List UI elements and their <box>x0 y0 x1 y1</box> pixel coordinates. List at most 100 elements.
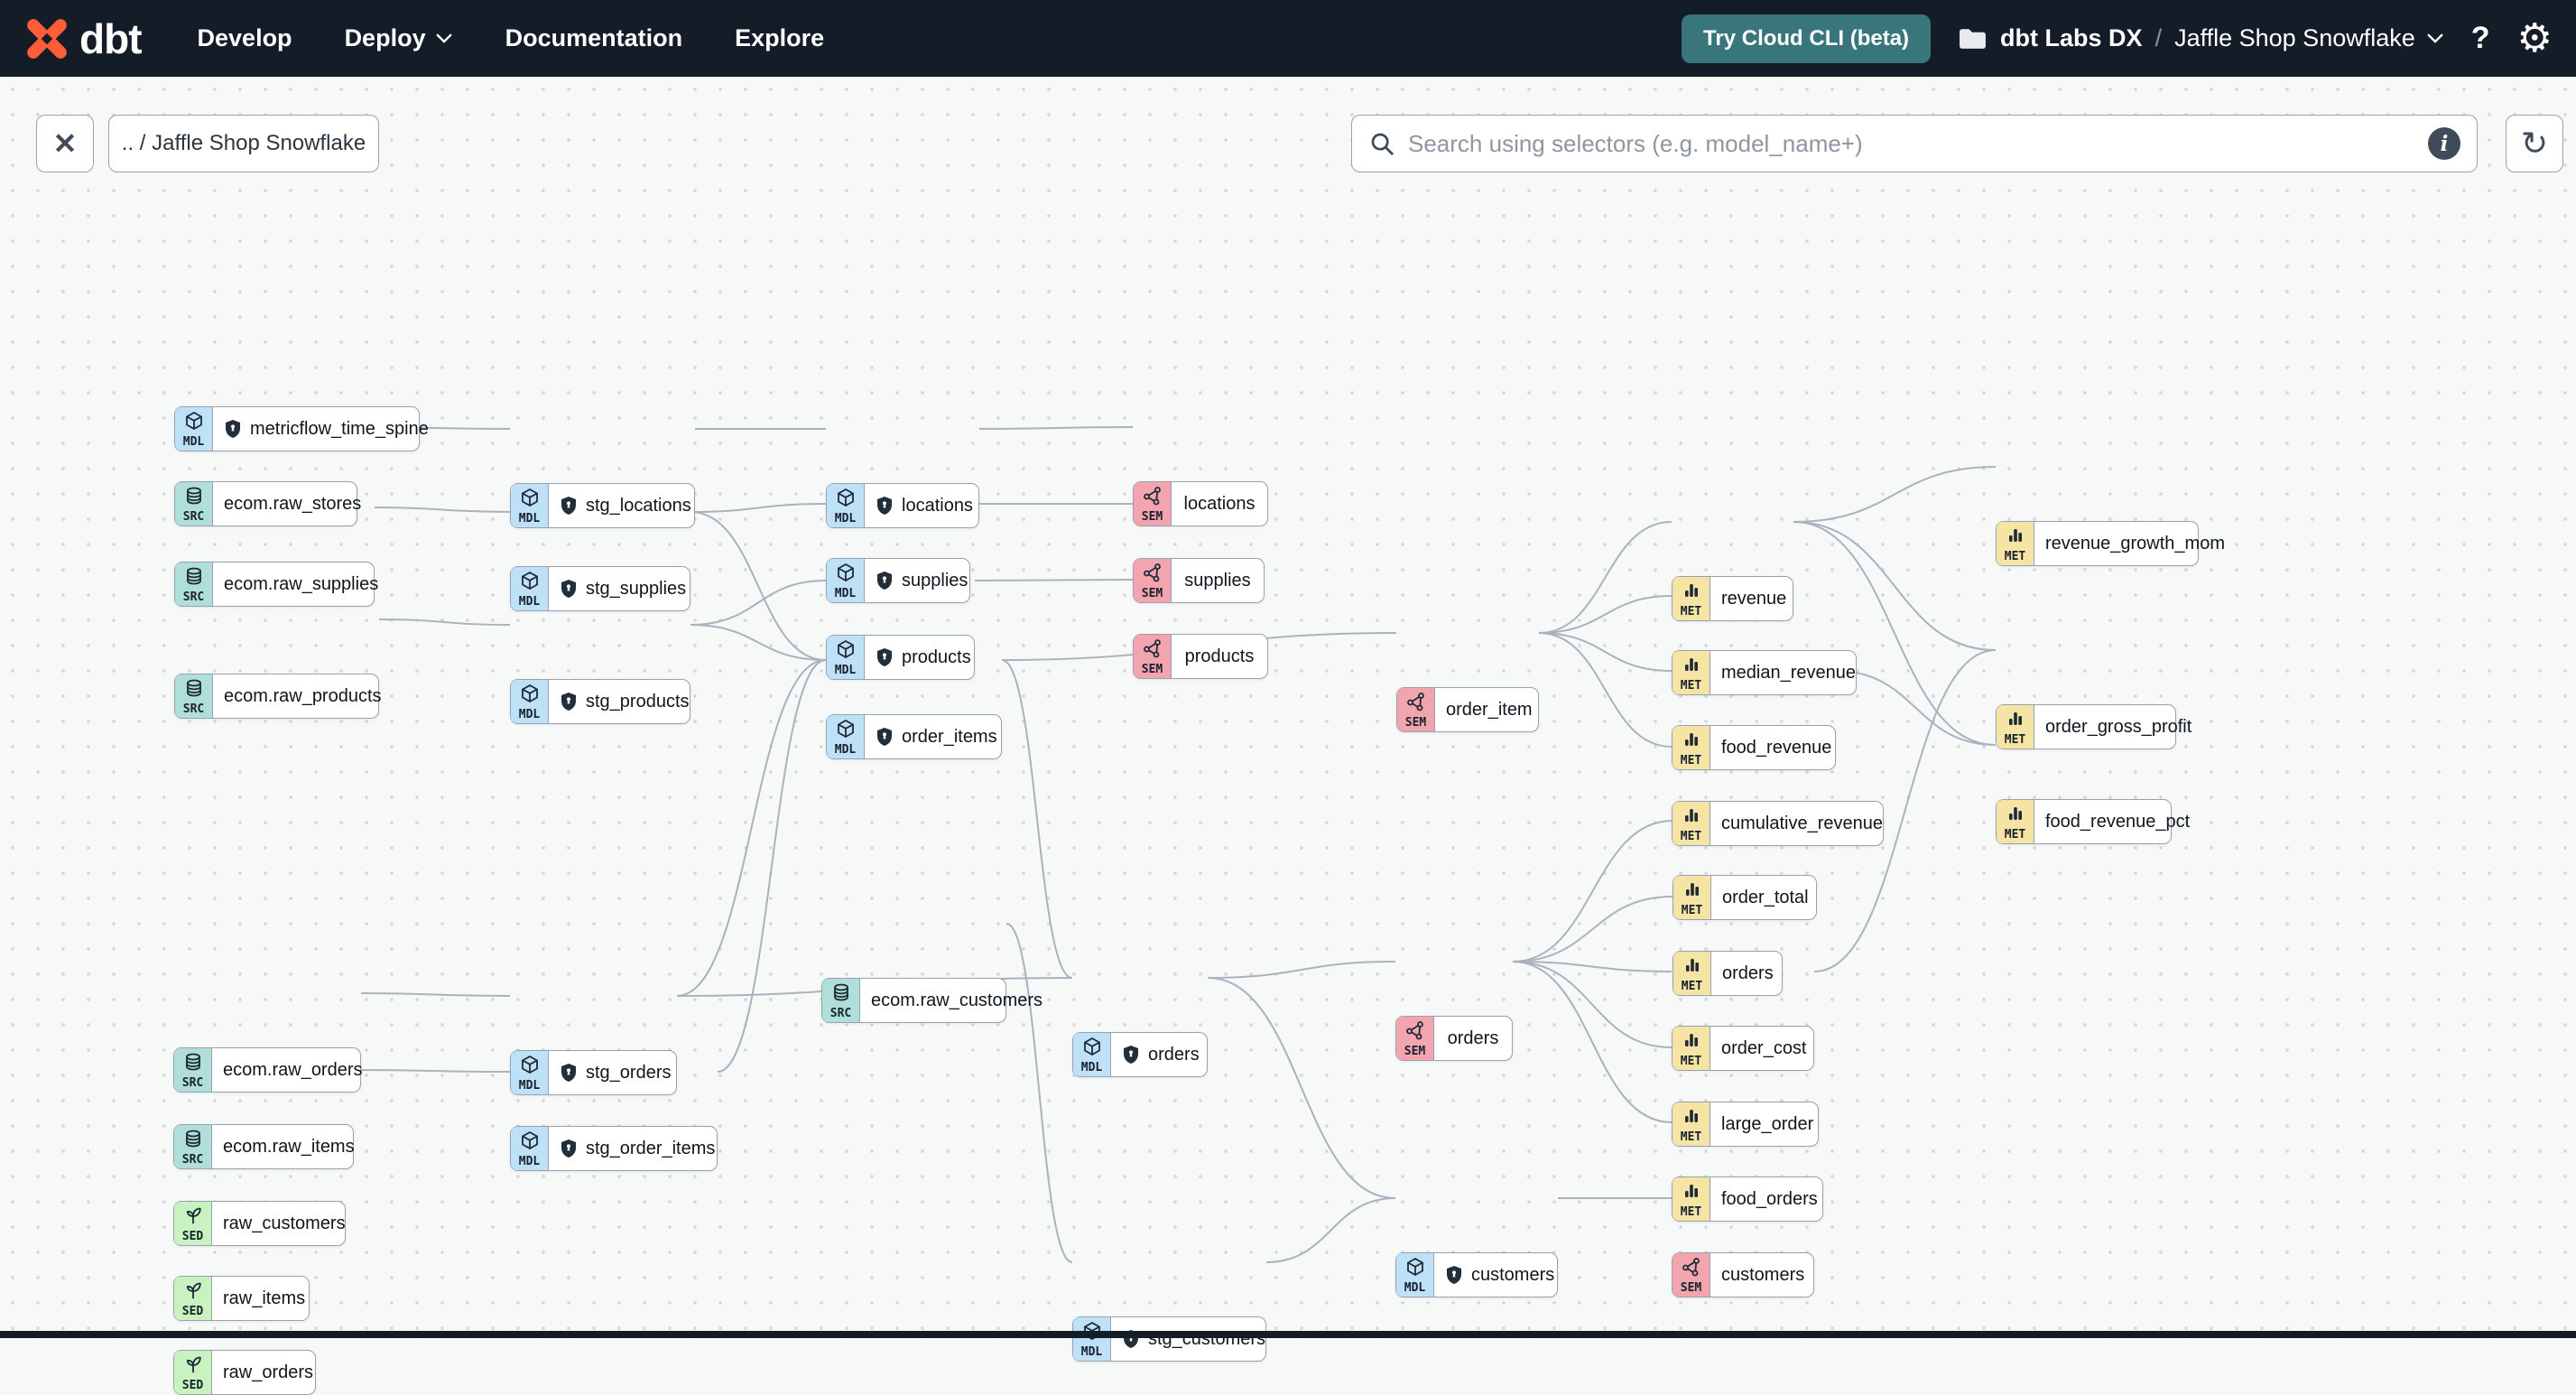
dbt-logo-icon <box>23 15 70 62</box>
database-icon <box>183 1129 203 1153</box>
edge-mdl_order_items--mdl_orders <box>1002 660 1072 978</box>
edge-raw_items_src--stg_order_items <box>354 1070 510 1072</box>
edge-mdl_products--sem_products <box>975 580 1133 581</box>
node-label: ecom.raw_products <box>224 686 382 707</box>
node-type-badge-met: MET <box>1997 800 2034 843</box>
edge-sem_orders--met_order_total <box>1513 821 1673 962</box>
node-type-label: MET <box>1681 1056 1701 1067</box>
lineage-breadcrumb[interactable]: .. / Jaffle Shop Snowflake <box>108 115 379 172</box>
menu-item-explore[interactable]: Explore <box>735 24 824 52</box>
node-label: metricflow_time_spine <box>250 419 429 440</box>
node-type-label: SED <box>182 1380 203 1391</box>
account-name[interactable]: dbt Labs DX <box>2000 24 2143 52</box>
cube-icon <box>520 684 540 708</box>
edge-sem_order_item--met_median_revenue <box>1539 596 1672 633</box>
gear-icon[interactable]: ⚙ <box>2517 19 2553 59</box>
bar-chart-icon <box>2006 525 2025 550</box>
node-type-badge-sed: SED <box>174 1202 212 1245</box>
node-type-badge-met: MET <box>1673 1027 1710 1070</box>
node-type-badge-met: MET <box>1673 1102 1710 1146</box>
shield-icon <box>876 496 894 516</box>
graph-node-mdl_order_items[interactable]: MDL order_items <box>826 714 1002 759</box>
refresh-button[interactable]: ↻ <box>2506 115 2563 172</box>
node-type-label: MET <box>1682 905 1702 916</box>
node-type-label: MET <box>1682 981 1702 992</box>
close-lineage-button[interactable]: ✕ <box>36 115 94 172</box>
node-type-label: MDL <box>1081 1062 1102 1074</box>
node-label: locations <box>1184 494 1256 515</box>
node-type-label: MDL <box>519 596 540 608</box>
node-type-label: MET <box>2005 829 2025 841</box>
bar-chart-icon <box>1682 955 1702 980</box>
node-type-label: SRC <box>182 1077 203 1089</box>
shield-icon <box>1122 1045 1140 1065</box>
info-icon[interactable]: i <box>2428 127 2460 160</box>
cube-icon <box>520 571 540 595</box>
cube-icon <box>1405 1257 1425 1281</box>
edge-sem_orders--met_food_orders <box>1513 962 1672 1122</box>
dbt-logo[interactable]: dbt <box>23 14 142 63</box>
node-type-label: MDL <box>835 744 856 756</box>
menu-item-documentation[interactable]: Documentation <box>505 24 683 52</box>
node-label: locations <box>902 496 973 516</box>
node-label: order_cost <box>1721 1038 1807 1059</box>
node-label: revenue <box>1721 589 1786 609</box>
menu-item-develop[interactable]: Develop <box>198 24 292 52</box>
node-type-badge-src: SRC <box>822 979 860 1022</box>
try-cloud-cli-button[interactable]: Try Cloud CLI (beta) <box>1682 14 1931 63</box>
node-label: products <box>1185 646 1255 667</box>
project-selector[interactable]: Jaffle Shop Snowflake <box>2174 24 2444 52</box>
node-label: order_items <box>902 727 997 748</box>
node-label: stg_orders <box>586 1063 672 1083</box>
node-type-badge-met: MET <box>1673 876 1711 919</box>
node-type-badge-mdl: MDL <box>1396 1253 1434 1297</box>
menu-item-deploy[interactable]: Deploy <box>345 24 453 52</box>
edge-mdl_locations--sem_locations <box>979 427 1133 429</box>
main-menu: Develop Deploy Documentation Explore <box>198 24 825 52</box>
graph-node-met_order_cost[interactable]: MET order_cost <box>1672 1026 1814 1071</box>
search-input[interactable] <box>1408 130 2415 158</box>
selector-search: i <box>1351 115 2478 172</box>
help-icon[interactable]: ? <box>2471 21 2490 56</box>
node-label: stg_order_items <box>586 1139 715 1159</box>
